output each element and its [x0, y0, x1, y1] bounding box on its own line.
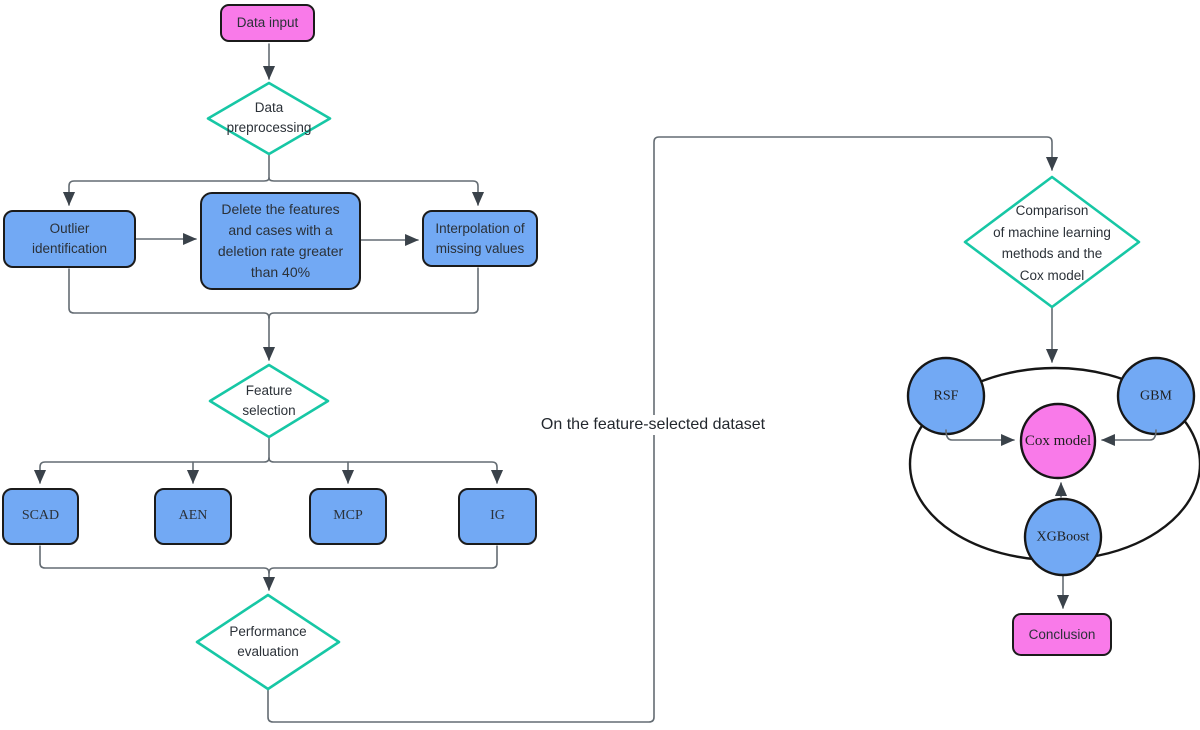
node-scad: SCAD	[2, 488, 79, 545]
node-ig-label: IG	[490, 508, 505, 524]
diamond-comparison-label: Comparison of machine learning methods a…	[993, 202, 1111, 283]
node-ig: IG	[458, 488, 537, 545]
edge-ig-merge	[268, 545, 498, 574]
edge-scad-merge	[39, 545, 270, 574]
node-mcp-label: MCP	[333, 508, 363, 524]
node-delete-features: Delete the features and cases with a del…	[200, 192, 361, 290]
diamond-feature-selection-label: Feature selection	[242, 382, 296, 418]
node-data-input: Data input	[220, 4, 315, 42]
diamond-comparison	[963, 175, 1141, 309]
node-outlier-identification-label: Outlier identification	[31, 221, 108, 256]
edge-featureselection-to-scad	[33, 457, 270, 484]
circle-cox-model	[1019, 402, 1097, 480]
node-conclusion: Conclusion	[1012, 613, 1112, 656]
edge-annotation: On the feature-selected dataset	[535, 415, 771, 435]
node-outlier-identification: Outlier identification	[3, 210, 136, 268]
circle-xgboost-label: XGBoost	[1036, 529, 1090, 545]
edge-outlier-merge	[68, 268, 270, 319]
edge-rsf-cox	[945, 429, 1015, 447]
node-delete-features-label: Delete the features and cases with a del…	[217, 201, 344, 280]
node-scad-label: SCAD	[21, 508, 60, 524]
node-interpolation-label: Interpolation of missing values	[435, 220, 525, 256]
diamond-performance-evaluation	[195, 593, 341, 691]
diamond-feature-selection	[208, 363, 330, 439]
node-conclusion-label: Conclusion	[1028, 626, 1096, 642]
circle-rsf-label: RSF	[933, 388, 959, 404]
edge-interpolation-merge	[268, 267, 479, 319]
diamond-performance-evaluation-label: Performance evaluation	[229, 623, 307, 659]
node-data-input-label: Data input	[236, 15, 299, 31]
edge-preprocessing-to-interpolation	[268, 177, 485, 206]
diamond-data-preprocessing	[206, 81, 332, 156]
circle-gbm-label: GBM	[1140, 388, 1172, 404]
edge-preprocessing-to-outlier	[62, 177, 270, 206]
node-mcp: MCP	[309, 488, 387, 545]
circle-xgboost	[1023, 497, 1103, 577]
edge-gbm-cox	[1101, 429, 1157, 447]
diamond-data-preprocessing-label: Data preprocessing	[226, 99, 312, 135]
node-aen: AEN	[154, 488, 232, 545]
node-aen-label: AEN	[178, 508, 208, 524]
edge-featureselection-to-ig	[268, 457, 504, 484]
circle-cox-model-label: Cox model	[1024, 432, 1092, 449]
node-interpolation: Interpolation of missing values	[422, 210, 538, 267]
